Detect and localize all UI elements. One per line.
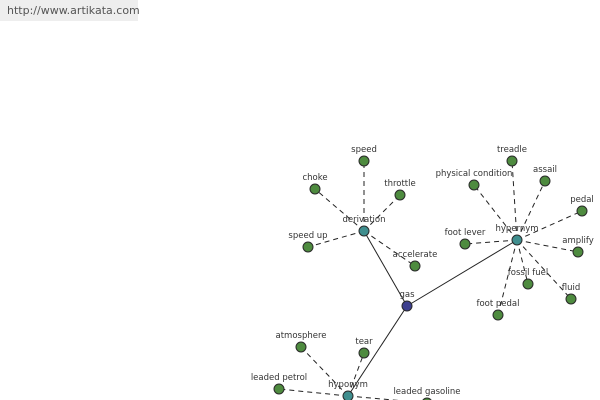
edges-layer: [278, 160, 583, 400]
labels-layer: gas derivation hypernym hyponym speed choke th…: [251, 145, 594, 397]
edge-hypernym-foot-lever: [464, 239, 518, 245]
edge-hypernym-assail: [516, 180, 546, 241]
node-label-throttle[interactable]: throttle: [384, 179, 416, 189]
node-amplify[interactable]: [572, 246, 584, 258]
node-assail[interactable]: [539, 175, 551, 187]
node-label-hypernym[interactable]: hypernym: [495, 224, 538, 234]
edge-derivation-speed-up: [307, 230, 365, 248]
node-speed-up[interactable]: [302, 241, 314, 253]
edge-hypernym-treadle: [511, 160, 518, 241]
node-label-atmosphere[interactable]: atmosphere: [276, 331, 327, 341]
node-derivation[interactable]: [358, 225, 370, 237]
node-physical-condition[interactable]: [468, 179, 480, 191]
edge-gas-hypernym: [406, 239, 518, 307]
node-hypernym[interactable]: [511, 234, 523, 246]
node-label-assail[interactable]: assail: [533, 165, 557, 175]
node-accelerate[interactable]: [409, 260, 421, 272]
node-pedal[interactable]: [576, 205, 588, 217]
node-label-pedal[interactable]: pedal: [570, 195, 594, 205]
edge-hyponym-leaded-petrol: [278, 388, 349, 397]
edge-hypernym-foot-pedal: [497, 239, 518, 316]
node-label-gas[interactable]: gas: [399, 290, 415, 300]
node-gas[interactable]: [401, 300, 413, 312]
node-speed[interactable]: [358, 155, 370, 167]
edge-derivation-accelerate: [363, 230, 416, 267]
node-throttle[interactable]: [394, 189, 406, 201]
nodes-layer: [273, 155, 588, 400]
node-foot-pedal[interactable]: [492, 309, 504, 321]
node-label-fluid[interactable]: fluid: [562, 283, 581, 293]
node-label-speed-up[interactable]: speed up: [288, 231, 327, 241]
node-hyponym[interactable]: [342, 390, 354, 400]
edge-hypernym-physical-condition: [473, 184, 518, 241]
node-label-leaded-petrol[interactable]: leaded petrol: [251, 373, 307, 383]
node-fluid[interactable]: [565, 293, 577, 305]
node-label-amplify[interactable]: amplify: [562, 236, 593, 246]
edge-hypernym-fossil-fuel: [516, 239, 529, 285]
node-treadle[interactable]: [506, 155, 518, 167]
site-url[interactable]: http://www.artikata.com: [0, 0, 140, 21]
edge-hyponym-tear: [347, 352, 365, 397]
node-label-accelerate[interactable]: accelerate: [393, 250, 438, 260]
node-label-hyponym[interactable]: hyponym: [328, 380, 368, 390]
node-label-tear[interactable]: tear: [355, 337, 373, 347]
node-label-derivation[interactable]: derivation: [342, 215, 385, 225]
edge-gas-derivation: [363, 230, 408, 307]
node-label-treadle[interactable]: treadle: [497, 145, 527, 155]
node-label-foot-lever[interactable]: foot lever: [445, 228, 486, 238]
node-label-choke[interactable]: choke: [302, 173, 327, 183]
node-label-fossil-fuel[interactable]: fossil fuel: [508, 268, 548, 278]
edge-derivation-choke: [314, 188, 365, 232]
edge-hypernym-fluid: [516, 239, 572, 300]
node-label-foot-pedal[interactable]: foot pedal: [476, 299, 519, 309]
edge-hyponym-atmosphere: [300, 346, 349, 397]
edge-hypernym-pedal: [516, 210, 583, 241]
edge-derivation-throttle: [363, 194, 401, 232]
node-choke[interactable]: [309, 183, 321, 195]
node-label-physical-condition[interactable]: physical condition: [436, 169, 513, 179]
edge-hypernym-amplify: [516, 239, 579, 253]
node-fossil-fuel[interactable]: [522, 278, 534, 290]
node-leaded-petrol[interactable]: [273, 383, 285, 395]
node-atmosphere[interactable]: [295, 341, 307, 353]
node-label-leaded-gasoline[interactable]: leaded gasoline: [393, 387, 460, 397]
node-label-speed[interactable]: speed: [351, 145, 377, 155]
node-tear[interactable]: [358, 347, 370, 359]
edge-gas-hyponym: [347, 305, 408, 397]
node-foot-lever[interactable]: [459, 238, 471, 250]
